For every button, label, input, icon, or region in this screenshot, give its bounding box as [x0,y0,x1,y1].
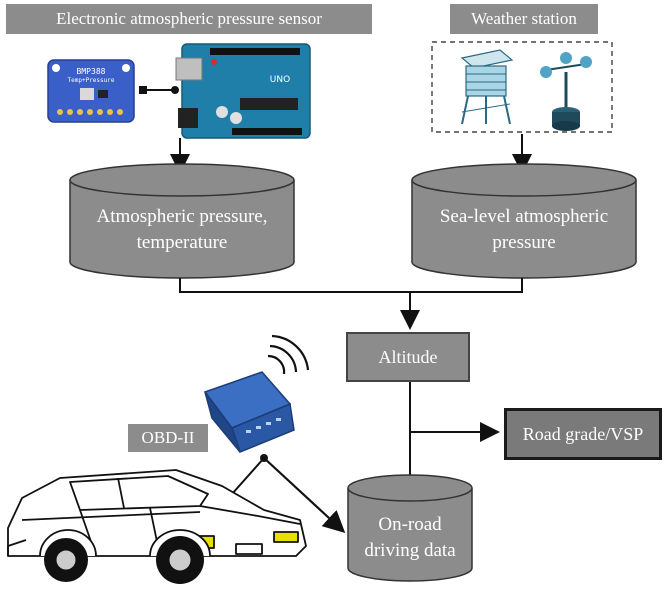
obd-data-arrow [263,457,346,533]
uno-label: UNO [270,75,290,85]
cylinder-left-line2: temperature [136,232,228,253]
obd-car-line [231,457,265,495]
cylinder-left-line1: Atmospheric pressure, [96,206,268,227]
sensor-label: Electronic atmospheric pressure sensor [6,4,372,34]
cylinder-right-text: Sea-level atmospheric pressure [412,204,636,256]
obd-label: OBD-II [128,424,208,452]
cylinder-bottom-line2: driving data [364,540,456,561]
weather-shelter-icon [460,49,514,125]
car-wheel-rear-icon [44,538,88,582]
cylinder-bottom-text: On-road driving data [348,512,472,564]
cylinder-right-line2: pressure [492,232,556,253]
cylinder-atmospheric-pressure [69,163,295,279]
cylinder-left-text: Atmospheric pressure, temperature [70,204,294,256]
board-connector-icon [139,86,179,94]
anemometer-icon [540,52,592,131]
arduino-uno-icon: UNO [175,43,311,139]
bmp-label: BMP388 [77,67,106,76]
obd-device-icon [203,371,295,453]
road-grade-box: Road grade/VSP [504,408,662,460]
wireless-signal-icon [267,334,310,375]
cylinder-sea-level-pressure [411,163,637,279]
weather-station-label: Weather station [450,4,598,34]
cylinder-right-line1: Sea-level atmospheric [439,206,609,227]
altitude-box: Altitude [346,332,470,382]
merge-line [179,278,523,293]
cylinder-bottom-line1: On-road [378,514,442,535]
cylinder-on-road-data [347,474,473,582]
bmp-sublabel: Temp+Pressure [68,77,115,84]
car-wheel-front-icon [156,536,204,584]
weather-station-frame [431,41,613,133]
bmp388-board-icon: BMP388 Temp+Pressure [47,59,135,123]
